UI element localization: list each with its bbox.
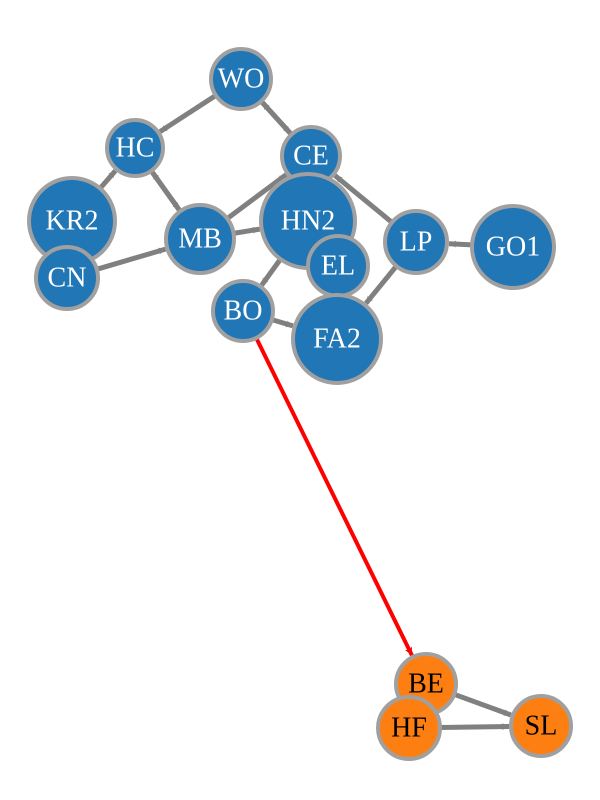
node-circle-sl — [509, 694, 573, 758]
node-label-el: EL — [321, 251, 355, 282]
edge-lp-to-fa2 — [364, 264, 399, 305]
edge-ce-to-wo — [260, 101, 294, 137]
node-circle-go1 — [470, 204, 556, 290]
node-label-mb: MB — [178, 224, 222, 255]
node-label-ce: CE — [293, 141, 329, 172]
node-sl: SL — [509, 694, 573, 758]
node-bo: BO — [211, 279, 275, 343]
node-go1: GO1 — [470, 204, 556, 290]
node-circle-lp — [383, 209, 449, 275]
edge-hf-to-sl — [439, 723, 510, 731]
node-label-wo: WO — [218, 64, 265, 95]
node-hf: HF — [376, 695, 442, 761]
node-kr2: KR2 — [27, 176, 117, 266]
node-label-fa2: FA2 — [313, 324, 361, 355]
node-circle-bo — [211, 279, 275, 343]
node-label-go1: GO1 — [486, 232, 540, 263]
node-label-hn2: HN2 — [281, 206, 335, 237]
node-ce: CE — [280, 125, 342, 187]
node-circle-cn — [34, 245, 100, 311]
edges-layer — [95, 93, 512, 731]
node-circle-fa2 — [291, 293, 383, 385]
edge-be-to-sl — [453, 691, 512, 718]
node-mb: MB — [164, 203, 236, 275]
edge-mb-to-hn2 — [233, 226, 261, 236]
edge-go1-to-lp — [448, 240, 473, 248]
node-label-hf: HF — [391, 713, 427, 744]
node-circle-mb — [164, 203, 236, 275]
node-label-hc: HC — [116, 133, 155, 164]
node-circle-hf — [376, 695, 442, 761]
node-label-bo: BO — [224, 296, 263, 327]
edge-hn2-to-bo — [259, 257, 283, 287]
edge-kr2-to-hc — [98, 169, 118, 191]
edge-cn-to-mb — [95, 246, 167, 272]
node-label-sl: SL — [525, 711, 558, 742]
edge-mb-to-ce — [225, 172, 288, 221]
node-circle-wo — [209, 47, 273, 111]
edge-bo-to-fa2 — [271, 317, 294, 329]
node-label-be: BE — [408, 669, 444, 700]
edge-hc-to-mb — [149, 169, 182, 212]
edge-lp-to-ce — [333, 173, 394, 225]
node-hc: HC — [105, 118, 165, 178]
node-fa2: FA2 — [291, 293, 383, 385]
node-cn: CN — [34, 245, 100, 311]
edge-bo-to-be — [254, 337, 414, 657]
node-lp: LP — [383, 209, 449, 275]
node-label-cn: CN — [48, 263, 87, 294]
node-el: EL — [306, 234, 370, 298]
node-label-lp: LP — [400, 227, 433, 258]
node-wo: WO — [209, 47, 273, 111]
edge-wo-to-hc — [158, 93, 218, 134]
node-circle-hc — [105, 118, 165, 178]
node-label-kr2: KR2 — [46, 206, 99, 237]
